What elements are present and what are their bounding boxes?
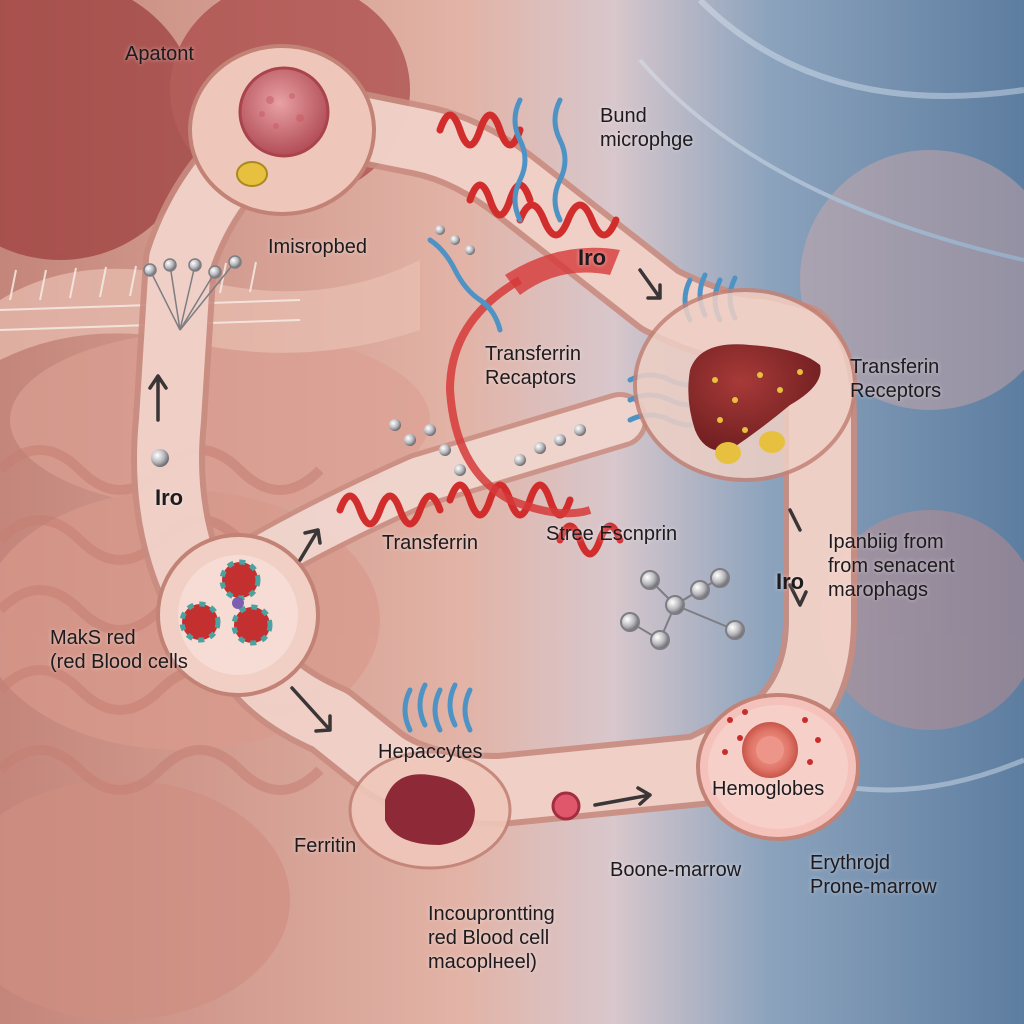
red-blood-cell-icon [179, 559, 273, 646]
label-hepaccytes: Hepaccytes [378, 741, 483, 763]
label-ipanbiig: Ipanbiig from from senacent marophags [828, 531, 955, 601]
label-iro-right: Iro [776, 569, 805, 594]
label-transferrin: Transferrin [382, 532, 478, 554]
transferrin-ribbon-icon [336, 111, 624, 558]
transferrin-loop [445, 276, 592, 518]
label-ferritin: Ferritin [294, 835, 357, 857]
label-apatont: Apatont [125, 43, 194, 65]
label-transferrin-receptors-center: Transferrin Recaptors [485, 343, 581, 389]
label-bund-microphge: Bund microphge [600, 105, 694, 151]
label-incouprontting: Incouprontting red Blood cell macoplнеel… [428, 903, 555, 973]
hepatocyte-right [633, 288, 857, 482]
background-cells-right [638, 0, 1024, 793]
label-erythrojd: Erythrojd Prone-marrow [810, 852, 937, 898]
label-boone-marrow: Boone-marrow [610, 859, 742, 881]
erythroid-cell [696, 693, 860, 841]
enterocyte-top [188, 44, 376, 216]
liver-icon [688, 344, 821, 451]
iron-molecule-icon [620, 568, 745, 650]
flow-arrows [148, 268, 808, 807]
label-hemoglobes: Hemoglobes [712, 778, 825, 800]
label-iro-left: Iro [155, 485, 184, 510]
hepatocyte-bottom [348, 750, 581, 870]
label-stree-escnprin: Stree Escnprin [546, 523, 678, 545]
iron-atom-icon [151, 449, 169, 467]
label-iro-top: Iro [578, 245, 607, 270]
iron-atom-cluster-icon [143, 255, 242, 331]
label-maks-red: MakS red (red Blood cells [50, 627, 188, 673]
iron-chain-icon [389, 225, 586, 476]
transferrin-band [505, 247, 620, 295]
macrophage-left [156, 533, 320, 697]
label-misropbed: Imisropbed [268, 236, 367, 258]
label-transferrin-receptors-right: Transferin Receptors [850, 356, 942, 402]
